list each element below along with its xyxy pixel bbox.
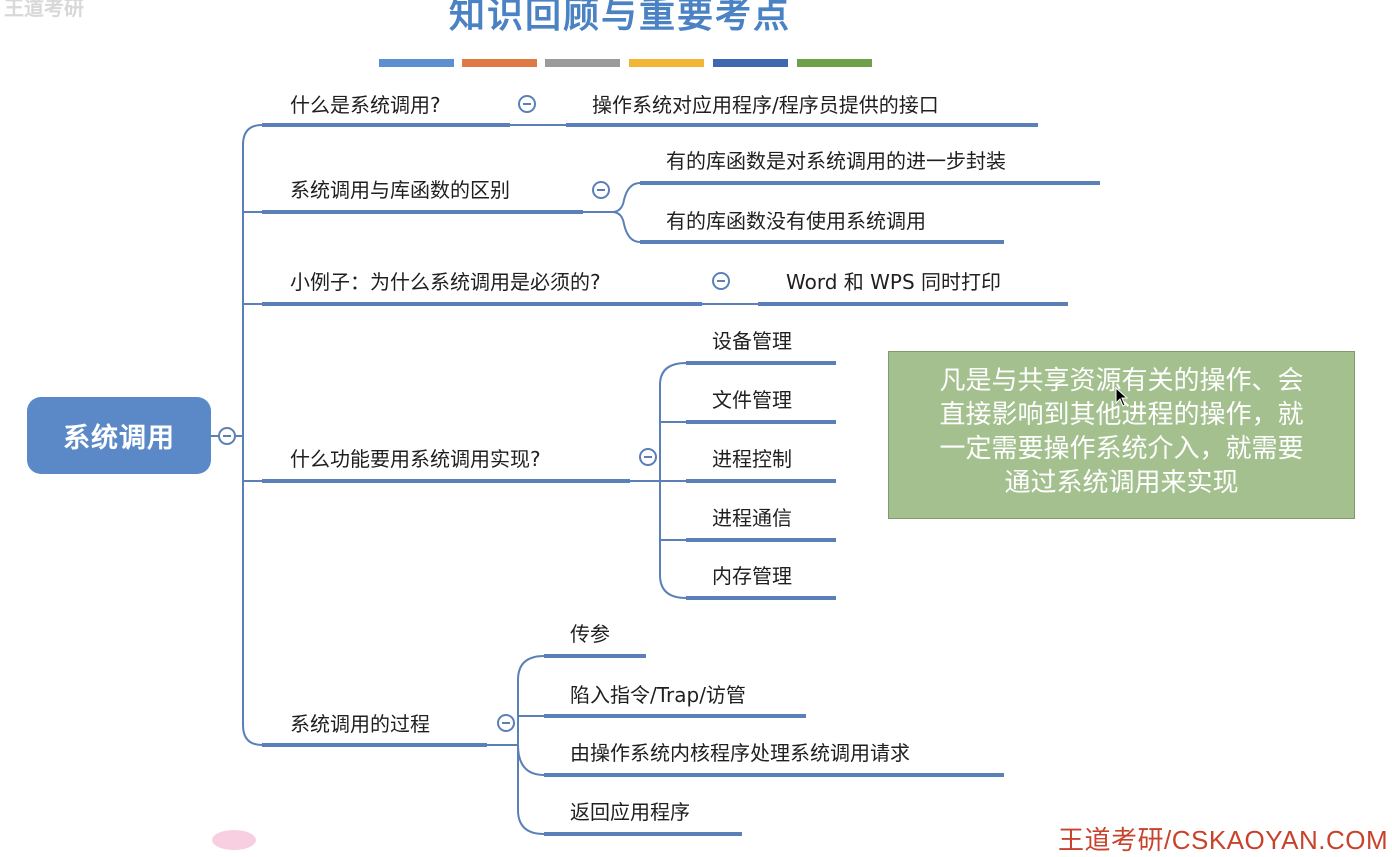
mouse-cursor-icon [1115,387,1129,407]
footer-brand: 王道考研/CSKAOYAN.COM [1058,825,1389,855]
callout-note[interactable]: 凡是与共享资源有关的操作、会 直接影响到其他进程的操作，就 一定需要操作系统介入… [888,351,1355,519]
branch-2-collapse-icon[interactable] [592,181,610,199]
branch-functions[interactable]: 什么功能要用系统调用实现? [290,447,541,471]
leaf-interface[interactable]: 操作系统对应用程序/程序员提供的接口 [592,93,939,117]
branch-process[interactable]: 系统调用的过程 [290,712,430,736]
branch-2-fork-up [611,182,641,213]
leaf-file-mgmt[interactable]: 文件管理 [712,388,792,412]
leaf-kernel-handle[interactable]: 由操作系统内核程序处理系统调用请求 [570,741,910,765]
decorative-blob [212,830,256,850]
root-collapse-icon[interactable] [218,427,236,445]
branch-5-collapse-icon[interactable] [497,714,515,732]
callout-line-3: 一定需要操作系统介入，就需要 [939,434,1304,464]
branch-3-collapse-icon[interactable] [712,272,730,290]
watermark: 王道考研 [4,0,84,20]
branch-4-collapse-icon[interactable] [639,448,657,466]
color-stripe-5 [713,59,788,67]
callout-line-2: 直接影响到其他进程的操作，就 [939,400,1304,430]
color-stripe-3 [545,59,620,67]
color-stripe-1 [379,59,454,67]
leaf-memory-mgmt[interactable]: 内存管理 [712,564,792,588]
callout-line-4: 通过系统调用来实现 [1004,468,1239,498]
page-title: 知识回顾与重要考点 [448,0,791,36]
leaf-pass-params[interactable]: 传参 [570,622,610,646]
leaf-word-wps[interactable]: Word 和 WPS 同时打印 [786,270,1002,294]
branch-what-is-syscall[interactable]: 什么是系统调用? [290,93,441,117]
branch-5-fork-3 [517,744,545,776]
callout-line-1: 凡是与共享资源有关的操作、会 [939,366,1304,396]
leaf-process-comm[interactable]: 进程通信 [712,506,792,530]
branch-example[interactable]: 小例子：为什么系统调用是必须的? [290,270,601,294]
branch-2-fork-down [611,211,641,243]
leaf-trap[interactable]: 陷入指令/Trap/访管 [570,683,746,707]
leaf-library-no-syscall[interactable]: 有的库函数没有使用系统调用 [666,209,926,233]
branch-5-fork-spine [517,655,545,835]
color-stripe-4 [629,59,704,67]
root-node[interactable]: 系统调用 [27,397,211,474]
branch-syscall-vs-library[interactable]: 系统调用与库函数的区别 [290,178,510,202]
leaf-return-app[interactable]: 返回应用程序 [570,800,690,824]
branch-1-collapse-icon[interactable] [518,95,536,113]
leaf-library-wraps[interactable]: 有的库函数是对系统调用的进一步封装 [666,149,1006,173]
color-stripe-2 [462,59,537,67]
color-stripe-6 [797,59,872,67]
leaf-device-mgmt[interactable]: 设备管理 [712,329,792,353]
branch-4-fork-spine [659,362,687,599]
root-spine [242,124,263,746]
leaf-process-ctrl[interactable]: 进程控制 [712,447,792,471]
